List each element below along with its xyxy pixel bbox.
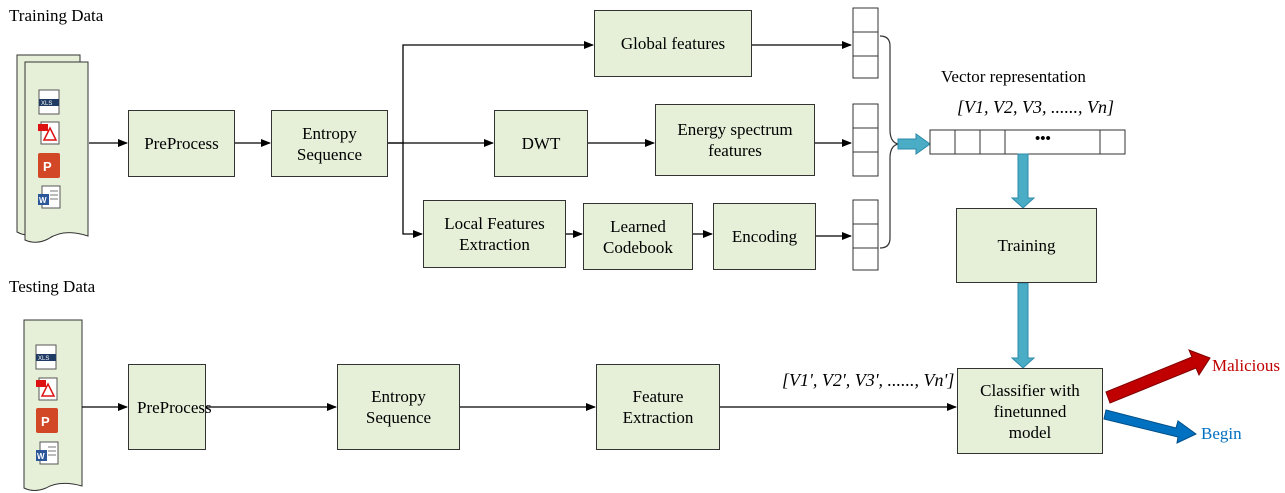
entropy-label-line2: Sequence	[296, 144, 363, 164]
ppt-file-icon: P	[36, 408, 58, 433]
encoding-box: Encoding	[713, 203, 816, 270]
vector-formula: [V1, V2, V3, ......, Vn]	[957, 97, 1114, 117]
vector-representation-title: Vector representation	[941, 67, 1086, 86]
vector-representation-bar	[929, 129, 1126, 155]
ppt-file-icon: P	[38, 153, 60, 178]
begin-label: Begin	[1201, 424, 1242, 443]
word-file-icon: W	[36, 441, 59, 465]
dwt-label: DWT	[521, 134, 561, 153]
feature-label-line1: Feature	[632, 387, 684, 406]
test-entropy-label-line1: Entropy	[371, 387, 426, 406]
local-label-line2: Extraction	[459, 235, 530, 254]
training-entropy-sequence-box: Entropy Sequence	[271, 110, 388, 177]
energy-spectrum-box: Energy spectrum features	[655, 104, 815, 176]
training-box: Training	[956, 208, 1097, 283]
global-features-label: Global features	[620, 34, 726, 53]
svg-text:W: W	[39, 196, 47, 205]
dwt-box: DWT	[494, 110, 588, 177]
entropy-label-line1: Entropy	[302, 123, 357, 143]
feature-extraction-box: Feature Extraction	[596, 364, 720, 450]
xls-file-icon: XLS	[38, 89, 60, 115]
learned-codebook-box: Learned Codebook	[583, 203, 693, 270]
arrow-entropy-to-local	[402, 143, 423, 238]
test-vector-formula: [V1', V2', V3', ......, Vn']	[782, 370, 955, 390]
energy-feature-vector	[852, 103, 879, 177]
word-file-icon: W	[38, 185, 61, 209]
xls-file-icon: XLS	[35, 344, 57, 370]
energy-label-line1: Energy spectrum	[677, 120, 793, 139]
encoding-feature-vector	[852, 199, 879, 271]
codebook-label-line1: Learned	[610, 216, 666, 236]
pdf-file-icon	[38, 121, 60, 145]
classifier-label-line3: model	[1008, 422, 1052, 442]
energy-label-line2: features	[708, 141, 762, 160]
classifier-label-line1: Classifier with	[980, 380, 1080, 400]
concatenation-brace	[879, 35, 899, 249]
block-arrow-to-vector	[897, 133, 931, 155]
malicious-label: Malicious	[1212, 356, 1280, 375]
testing-data-title: Testing Data	[9, 277, 96, 296]
begin-output-arrow	[1103, 409, 1197, 444]
svg-text:P: P	[41, 414, 50, 429]
global-feature-vector	[852, 7, 879, 79]
codebook-label-line2: Codebook	[603, 237, 673, 257]
preprocess-label: PreProcess	[144, 134, 219, 153]
encoding-label: Encoding	[731, 227, 798, 246]
global-features-box: Global features	[594, 10, 752, 77]
training-data-title: Training Data	[9, 6, 104, 25]
svg-text:XLS: XLS	[38, 356, 49, 362]
classifier-label-line2: finetunned	[993, 401, 1067, 421]
testing-preprocess-box: PreProcess	[128, 364, 212, 450]
test-entropy-label-line2: Sequence	[365, 408, 432, 427]
local-label-line1: Local Features	[444, 214, 545, 233]
classifier-box: Classifier with finetunned model	[957, 368, 1103, 454]
block-arrow-training-to-classifier	[1010, 282, 1036, 369]
local-features-extraction-box: Local Features Extraction	[423, 200, 566, 268]
svg-text:P: P	[43, 159, 52, 174]
vector-ellipsis: •••	[1035, 131, 1051, 147]
training-preprocess-box: PreProcess	[128, 110, 235, 177]
malicious-output-arrow	[1105, 349, 1211, 404]
training-document-stack	[16, 54, 89, 243]
training-label: Training	[997, 236, 1056, 255]
svg-text:XLS: XLS	[41, 101, 52, 107]
svg-text:W: W	[37, 452, 45, 461]
test-preprocess-label: PreProcess	[137, 397, 212, 417]
block-arrow-vector-to-training	[1010, 153, 1036, 209]
feature-label-line2: Extraction	[622, 408, 694, 427]
pdf-file-icon	[36, 377, 58, 401]
testing-entropy-sequence-box: Entropy Sequence	[337, 364, 460, 450]
